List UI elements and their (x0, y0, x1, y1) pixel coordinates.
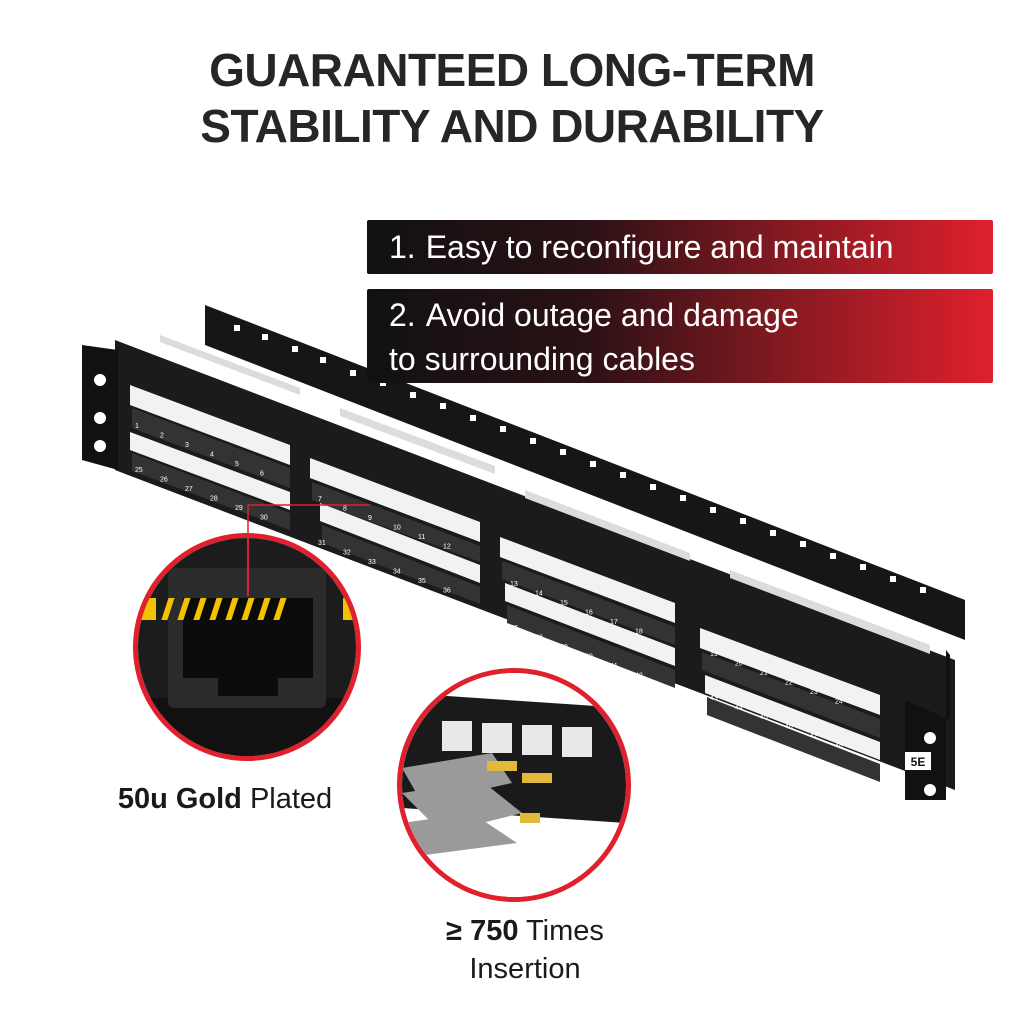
port-number-11: 11 (418, 534, 425, 541)
panel-rear-bar (205, 305, 965, 640)
caption-insertion-rest: Times (526, 915, 604, 947)
port-number-43: 43 (710, 695, 718, 702)
port-number-4: 4 (210, 452, 214, 459)
port-number-1: 1 (135, 423, 139, 430)
port-number-37: 37 (510, 625, 518, 632)
category-badge: 5E (911, 755, 926, 769)
cable-plugs (402, 753, 522, 858)
caption-insertion-bold: ≥ 750 (446, 915, 519, 947)
port-number-15: 15 (560, 600, 568, 607)
port-number-45: 45 (760, 714, 768, 721)
port-number-33: 33 (368, 559, 376, 566)
idc-strips (160, 335, 930, 654)
port-number-48: 48 (835, 743, 843, 750)
port-number-labels: 1234567891011121314151617181920212223242… (135, 423, 843, 750)
caption-gold-plated: 50u Gold Plated (95, 780, 355, 818)
port-number-6: 6 (260, 471, 264, 478)
caption-insertion: ≥ 750 Times Insertion (410, 912, 640, 988)
port-number-47: 47 (810, 733, 818, 740)
port-number-19: 19 (710, 651, 718, 658)
ear-hole (94, 440, 106, 452)
port-number-44: 44 (735, 705, 743, 712)
ear-hole (94, 374, 106, 386)
port-number-28: 28 (210, 496, 218, 503)
zoom-insertion: 14 15 (397, 668, 631, 902)
port-number-41: 41 (610, 663, 618, 670)
port-number-42: 42 (635, 673, 643, 680)
feature-banner-2: 2.Avoid outage and damage to surrounding… (367, 289, 993, 383)
port-number-5: 5 (235, 461, 239, 468)
headline-line-2: STABILITY AND DURABILITY (200, 100, 824, 152)
port-number-17: 17 (610, 619, 618, 626)
port-number-8: 8 (343, 506, 347, 513)
port-number-31: 31 (318, 540, 326, 547)
plug-insertion-closeup: 14 15 (402, 673, 626, 897)
port-number-13: 13 (510, 581, 518, 588)
port-number-9: 9 (368, 515, 372, 522)
port-modules (130, 385, 880, 760)
port-jacks (132, 408, 880, 782)
ear-hole (924, 732, 936, 744)
feature-number-2: 2. (389, 297, 416, 333)
rj45-jack-closeup (138, 538, 356, 756)
plug-contacts (487, 761, 552, 823)
port-number-32: 32 (343, 550, 351, 557)
headline: GUARANTEED LONG-TERM STABILITY AND DURAB… (0, 42, 1024, 154)
headline-line-1: GUARANTEED LONG-TERM (209, 44, 815, 96)
port-number-3: 3 (185, 442, 189, 449)
caption-gold-bold: 50u Gold (117, 783, 242, 815)
port-number-39: 39 (560, 644, 568, 651)
port-number-14: 14 (535, 591, 543, 598)
port-number-21: 21 (760, 670, 768, 677)
port-number-12: 12 (443, 544, 451, 551)
port-number-2: 2 (160, 433, 164, 440)
category-badge-box (905, 752, 931, 770)
ear-hole (924, 784, 936, 796)
zoom-port-label-15: 15 (587, 847, 601, 861)
port-number-24: 24 (835, 699, 843, 706)
port-number-36: 36 (443, 588, 451, 595)
feature-banner-1: 1.Easy to reconfigure and maintain (367, 220, 993, 274)
port-number-34: 34 (393, 569, 401, 576)
port-number-38: 38 (535, 635, 543, 642)
port-number-20: 20 (735, 661, 743, 668)
feature-text-2-line-1: Avoid outage and damage (425, 297, 799, 333)
port-number-35: 35 (418, 578, 426, 585)
rack-ear-left (82, 345, 118, 470)
port-number-22: 22 (785, 680, 793, 687)
port-number-18: 18 (635, 629, 643, 636)
port-number-23: 23 (810, 689, 818, 696)
port-number-25: 25 (135, 467, 143, 474)
port-number-27: 27 (185, 486, 193, 493)
feature-text-1: Easy to reconfigure and maintain (425, 229, 894, 265)
port-number-40: 40 (585, 654, 593, 661)
caption-gold-rest: Plated (249, 783, 333, 815)
port-number-46: 46 (785, 724, 793, 731)
port-number-26: 26 (160, 477, 168, 484)
zoom-port-label-14: 14 (552, 840, 566, 854)
port-number-29: 29 (235, 505, 243, 512)
zoom-gold-contacts (133, 533, 361, 761)
port-number-30: 30 (260, 515, 268, 522)
panel-slots (234, 325, 926, 593)
gold-contacts (161, 598, 287, 620)
caption-insertion-line-2: Insertion (469, 953, 581, 985)
feature-number-1: 1. (389, 229, 416, 265)
port-number-7: 7 (318, 496, 322, 503)
feature-text-2-line-2: to surrounding cables (389, 341, 695, 377)
port-number-10: 10 (393, 525, 401, 532)
port-number-16: 16 (585, 610, 593, 617)
ear-hole (94, 412, 106, 424)
